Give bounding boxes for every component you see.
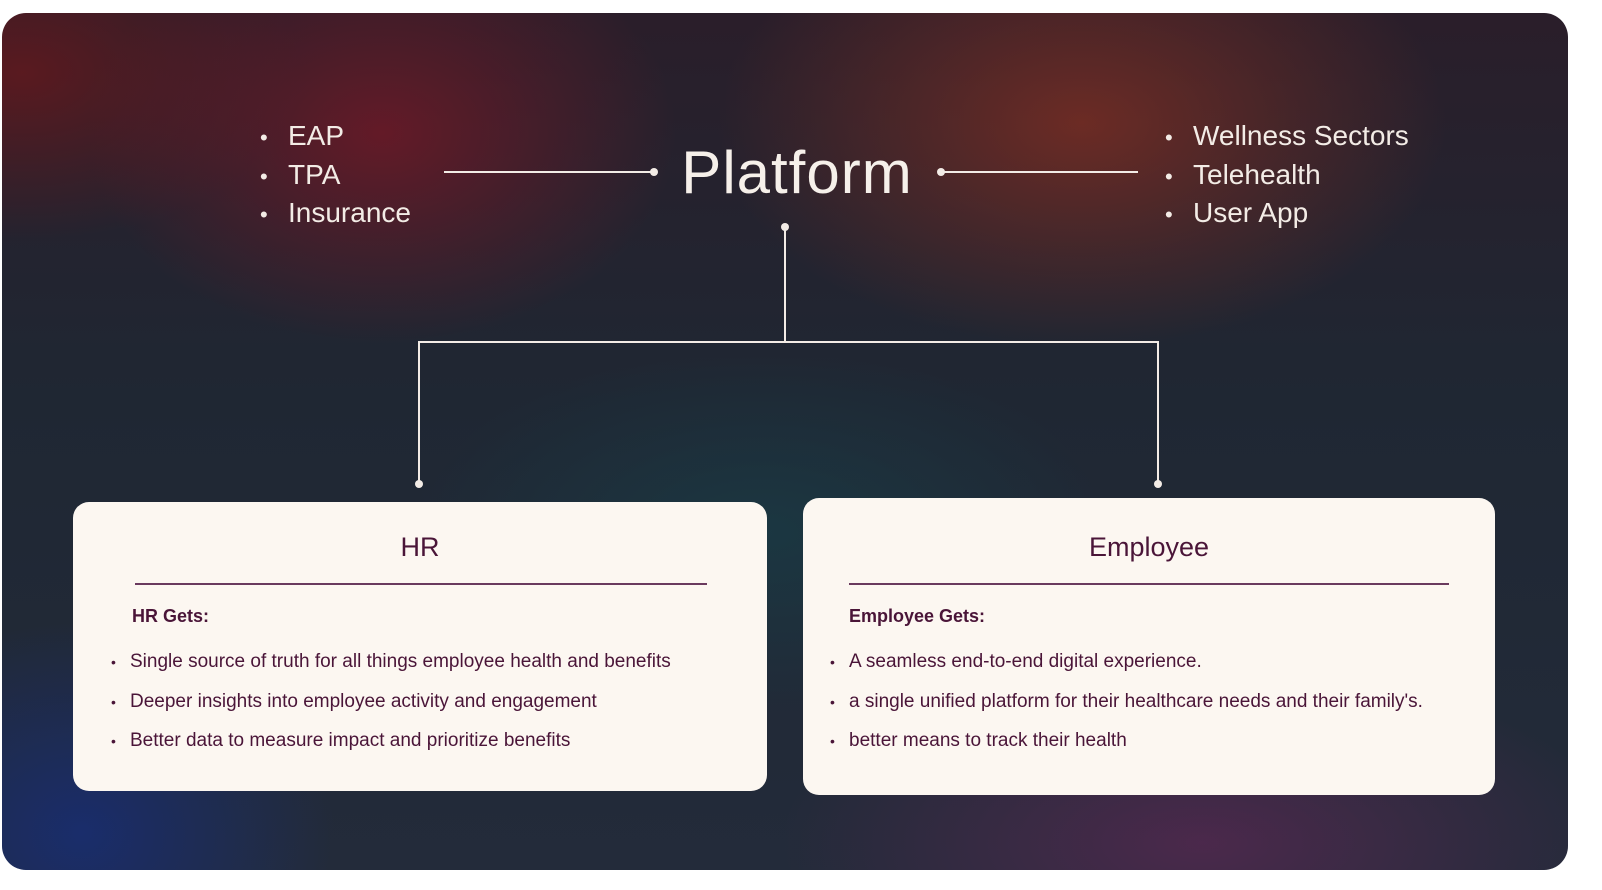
right-connector-dot bbox=[937, 168, 945, 176]
bullet: • bbox=[260, 125, 268, 150]
list-item-label: EAP bbox=[288, 120, 345, 151]
list-item-label: Wellness Sectors bbox=[1193, 120, 1409, 151]
employee-card-title: Employee bbox=[1088, 532, 1210, 562]
bullet: • bbox=[111, 693, 116, 710]
list-item-label: Telehealth bbox=[1193, 158, 1321, 190]
platform-title: Platform bbox=[681, 139, 913, 206]
list-item-text: Single source of truth for all things em… bbox=[130, 651, 671, 672]
list-item-label: Insurance bbox=[288, 197, 411, 228]
list-item-text: a single unified platform for their heal… bbox=[849, 690, 1423, 712]
employee-card: Employee Employee Gets: • A seamless end-… bbox=[803, 498, 1495, 795]
employee-benefit-list: • A seamless end-to-end digital experienc… bbox=[830, 647, 1423, 766]
list-item: • Single source of truth for all things e… bbox=[111, 647, 671, 687]
bullet: • bbox=[260, 163, 268, 189]
employee-card-divider bbox=[849, 583, 1449, 585]
bullet: • bbox=[1165, 202, 1173, 227]
list-item-text: A seamless end-to-end digital experience… bbox=[849, 651, 1202, 672]
employee-branch-dot bbox=[1154, 480, 1162, 488]
list-item: • Insurance bbox=[260, 194, 411, 233]
list-item: • Deeper insights into employee activity … bbox=[111, 687, 671, 727]
list-item: • a single unified platform for their hea… bbox=[830, 687, 1423, 727]
right-item-list: • Wellness Sectors • Telehealth • User App bbox=[1165, 117, 1409, 233]
bullet: • bbox=[111, 733, 116, 749]
list-item: • A seamless end-to-end digital experienc… bbox=[830, 647, 1423, 687]
hr-card: HR HR Gets: • Single source of truth for … bbox=[73, 502, 767, 791]
list-item: • EAP bbox=[260, 117, 411, 156]
bullet: • bbox=[830, 693, 835, 710]
bullet: • bbox=[1165, 125, 1173, 150]
list-item: • Wellness Sectors bbox=[1165, 117, 1409, 156]
diagram-slide: Platform • EAP • TPA • Insurance • Wellness … bbox=[2, 13, 1568, 870]
list-item: • TPA bbox=[260, 156, 411, 195]
bullet: • bbox=[830, 654, 835, 670]
platform-bottom-dot bbox=[781, 223, 789, 231]
hr-benefit-list: • Single source of truth for all things e… bbox=[111, 647, 671, 766]
connector-lines bbox=[415, 168, 1162, 488]
list-item-text: Deeper insights into employee activity a… bbox=[130, 690, 597, 712]
branch-connector bbox=[418, 341, 1159, 484]
hr-card-subtitle: HR Gets: bbox=[132, 606, 210, 626]
list-item: • Telehealth bbox=[1165, 156, 1409, 195]
hr-branch-dot bbox=[415, 480, 423, 488]
list-item-text: better means to track their health bbox=[849, 730, 1127, 751]
bullet: • bbox=[830, 733, 835, 749]
list-item-label: TPA bbox=[288, 158, 341, 190]
hr-card-divider bbox=[135, 583, 707, 585]
list-item: • Better data to measure impact and prior… bbox=[111, 726, 671, 766]
left-item-list: • EAP • TPA • Insurance bbox=[260, 117, 411, 233]
list-item-text: Better data to measure impact and priori… bbox=[130, 730, 571, 751]
bullet: • bbox=[111, 654, 116, 670]
employee-card-subtitle: Employee Gets: bbox=[849, 606, 986, 626]
bullet: • bbox=[1165, 163, 1173, 189]
bullet: • bbox=[260, 202, 268, 227]
list-item: • User App bbox=[1165, 194, 1409, 233]
list-item-label: User App bbox=[1193, 197, 1309, 228]
hr-card-title: HR bbox=[400, 532, 440, 562]
left-connector-dot bbox=[650, 168, 658, 176]
list-item: • better means to track their health bbox=[830, 726, 1423, 766]
